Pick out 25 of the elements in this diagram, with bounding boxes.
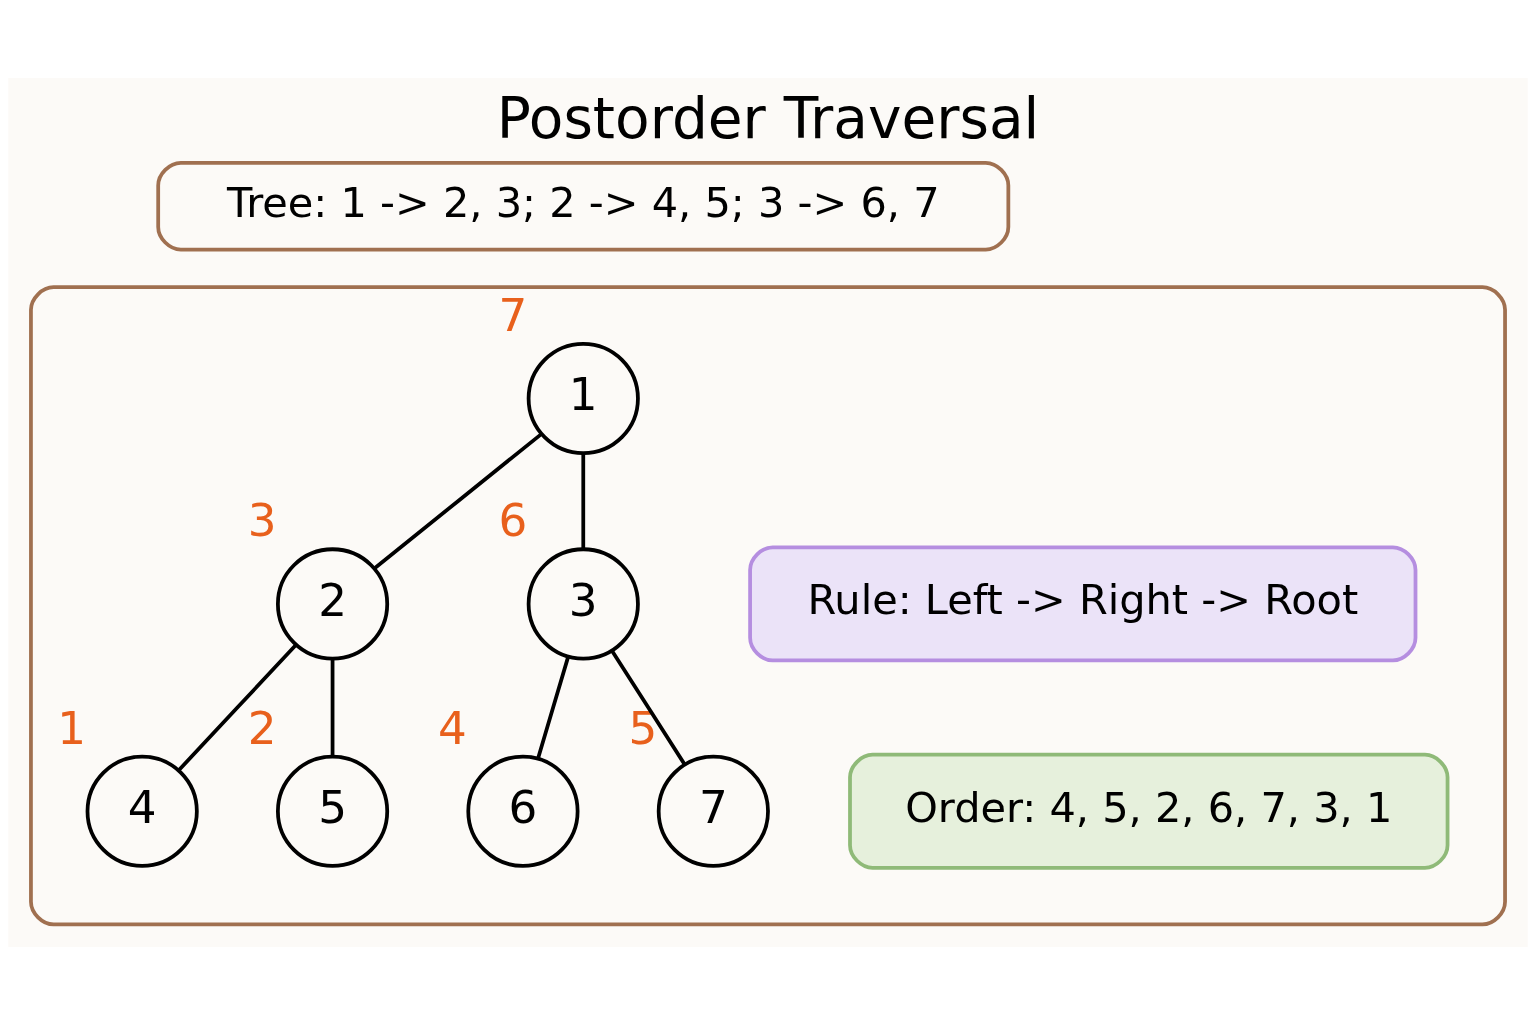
node-label: 1 [57, 701, 87, 755]
node-box: Tree: 1 -> 2, 3; 2 -> 4, 5; 3 -> 6, 7 [156, 160, 1011, 251]
cluster [29, 284, 1507, 926]
connector [536, 655, 570, 759]
connector [581, 452, 586, 549]
node-label: 7 [498, 288, 528, 342]
connector [177, 643, 298, 772]
connector [330, 658, 335, 756]
node-box: Rule: Left -> Right -> Root [748, 545, 1418, 662]
node-circle: 3 [526, 546, 640, 660]
node-label: 6 [498, 493, 528, 547]
node-label: 5 [628, 701, 658, 755]
node-circle: 4 [85, 754, 199, 868]
node-label: 2 [247, 701, 277, 755]
node-circle: 6 [466, 754, 580, 868]
node-circle: 1 [526, 341, 640, 455]
connector [610, 649, 687, 765]
diagram-title: Postorder Traversal [496, 85, 1040, 151]
node-box: Order: 4, 5, 2, 6, 7, 3, 1 [848, 752, 1450, 870]
node-circle: 7 [656, 754, 770, 868]
connector [373, 432, 543, 570]
node-label: 3 [247, 493, 277, 547]
node-circle: 2 [276, 546, 390, 660]
node-circle: 5 [276, 754, 390, 868]
node-label: 4 [438, 701, 467, 755]
